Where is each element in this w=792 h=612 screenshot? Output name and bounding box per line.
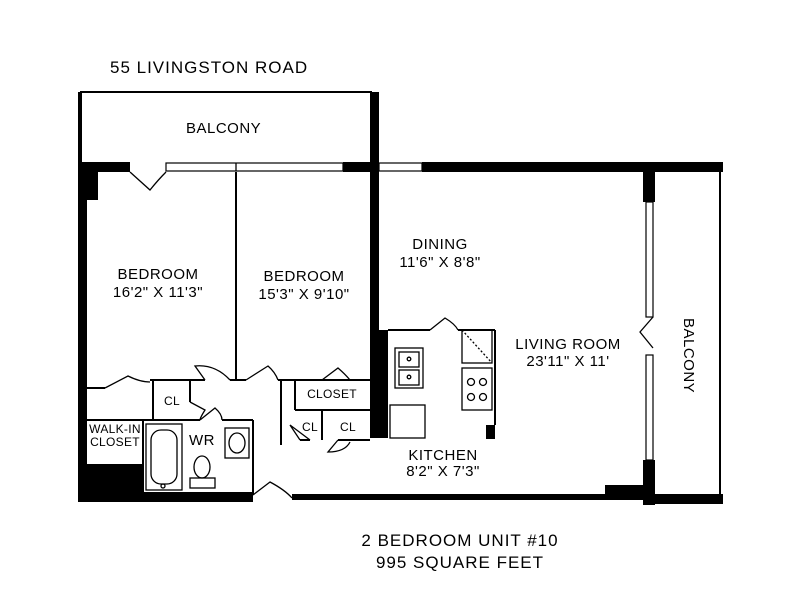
walk-in-line-1: WALK-IN — [89, 422, 141, 436]
bathroom-fixtures — [145, 423, 250, 491]
wr-label: WR — [189, 432, 215, 449]
dining-size: 11'6" X 8'8" — [399, 254, 480, 271]
kitchen-name: KITCHEN — [408, 447, 477, 464]
dining-name: DINING — [412, 236, 468, 253]
balcony-right-label: BALCONY — [680, 318, 697, 393]
unit-title: 2 BEDROOM UNIT #10 — [361, 531, 558, 550]
balcony-top-label: BALCONY — [186, 120, 261, 137]
unit-area: 995 SQUARE FEET — [376, 553, 544, 572]
kitchen-fixtures — [389, 329, 493, 439]
cl-label-3: CL — [340, 420, 356, 434]
room-dining: DINING 11'6" X 8'8" — [399, 236, 480, 271]
address-label: 55 LIVINGSTON ROAD — [110, 58, 308, 77]
closet-label: CLOSET — [307, 387, 357, 401]
bedroom-1-name: BEDROOM — [117, 266, 198, 283]
exterior-walls — [78, 92, 723, 505]
room-bedroom-2: BEDROOM 15'3" X 9'10" — [258, 268, 349, 303]
balcony-right: BALCONY — [639, 172, 721, 494]
bedroom-2-name: BEDROOM — [263, 268, 344, 285]
room-kitchen: KITCHEN 8'2" X 7'3" — [406, 447, 480, 480]
walk-in-line-2: CLOSET — [90, 435, 140, 449]
living-name: LIVING ROOM — [515, 336, 621, 353]
cl-label-1: CL — [164, 394, 180, 408]
kitchen-size: 8'2" X 7'3" — [406, 463, 480, 480]
cl-label-2: CL — [302, 420, 318, 434]
unit-info: 2 BEDROOM UNIT #10 995 SQUARE FEET — [361, 531, 558, 572]
room-bedroom-1: BEDROOM 16'2" X 11'3" — [113, 266, 203, 301]
room-walk-in-closet: WALK-IN CLOSET — [89, 422, 141, 449]
bedroom-2-size: 15'3" X 9'10" — [258, 286, 349, 303]
room-living: LIVING ROOM 23'11" X 11' — [515, 336, 621, 370]
bedroom-1-size: 16'2" X 11'3" — [113, 284, 203, 301]
top-windows — [165, 162, 423, 172]
doors — [104, 171, 459, 499]
living-size: 23'11" X 11' — [526, 353, 609, 370]
balcony-top: BALCONY — [78, 91, 372, 162]
